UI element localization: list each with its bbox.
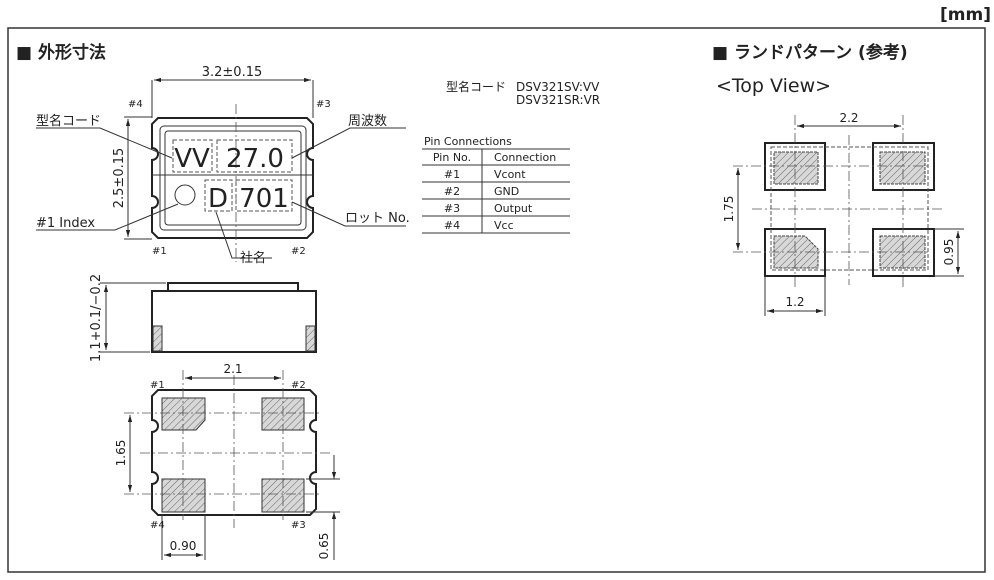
pin-table-row: GND bbox=[494, 185, 519, 198]
pin-table-title: Pin Connections bbox=[424, 135, 512, 148]
land-dim-pad-height: 0.95 bbox=[942, 239, 956, 266]
dim-thickness: 1.1+0.1/−0.2 bbox=[89, 274, 104, 362]
bottom-pin-2-label: #2 bbox=[291, 380, 306, 391]
package-bottom-view: 2.1 1.65 0.90 0.65 #1 #2 #4 #3 bbox=[114, 362, 340, 560]
land-dim-pad-width: 1.2 bbox=[785, 295, 804, 309]
land-dim-pitch-y: 1.75 bbox=[722, 196, 736, 223]
pin-table-row: #4 bbox=[444, 219, 460, 232]
pin-connections-table: Pin Connections Pin No. Connection #1 Vc… bbox=[422, 135, 570, 234]
dim-pad-pitch-y: 1.65 bbox=[114, 440, 128, 467]
pin-1-label: #1 bbox=[152, 246, 167, 257]
package-side-view: 1.1+0.1/−0.2 bbox=[89, 274, 317, 362]
pin-table-row: Vcc bbox=[494, 219, 514, 232]
land-dim-pitch-x: 2.2 bbox=[839, 111, 858, 125]
pin-table-header-pin: Pin No. bbox=[433, 151, 471, 164]
dim-pad-width: 0.90 bbox=[170, 539, 197, 553]
pin-table-row: #3 bbox=[444, 202, 460, 215]
dim-pad-height: 0.65 bbox=[317, 533, 331, 560]
dim-height: 2.5±0.15 bbox=[112, 148, 127, 209]
dim-pad-pitch-x: 2.1 bbox=[223, 362, 242, 376]
pin-2-label: #2 bbox=[291, 246, 306, 257]
unit-label: [mm] bbox=[940, 5, 991, 25]
bottom-pin-4-label: #4 bbox=[150, 520, 165, 531]
pin-table-row: #1 bbox=[444, 168, 460, 181]
bottom-pin-3-label: #3 bbox=[291, 520, 306, 531]
pin-table-row: #2 bbox=[444, 185, 460, 198]
marking-lot: 701 bbox=[239, 184, 289, 214]
pin-table-row: Output bbox=[494, 202, 533, 215]
land-pattern: ■ ランドパターン (参考) <Top View> 2.2 1.75 0.95 … bbox=[712, 42, 964, 316]
pin-3-label: #3 bbox=[316, 99, 331, 110]
callout-frequency: 周波数 bbox=[348, 114, 387, 129]
frame bbox=[7, 27, 986, 573]
top-view-label: <Top View> bbox=[716, 75, 831, 97]
pin-table-row: Vcont bbox=[494, 168, 526, 181]
pin-4-label: #4 bbox=[128, 99, 143, 110]
package-top-view: 3.2±0.15 2.5±0.15 VV 27.0 D 701 #4 #3 #1… bbox=[36, 65, 410, 266]
land-pattern-title: ■ ランドパターン (参考) bbox=[712, 42, 908, 63]
model-code-label: 型名コード bbox=[446, 79, 506, 94]
model-code-line2: DSV321SR:VR bbox=[516, 93, 600, 107]
callout-lot: ロット No. bbox=[345, 211, 410, 226]
callout-model-code: 型名コード bbox=[36, 113, 101, 129]
marking-model-code: VV bbox=[174, 144, 210, 174]
marking-frequency: 27.0 bbox=[226, 144, 284, 174]
pin-table-header-connection: Connection bbox=[494, 151, 556, 164]
outline-title: ■ 外形寸法 bbox=[16, 42, 106, 63]
dim-width: 3.2±0.15 bbox=[202, 65, 263, 80]
callout-company: 社名 bbox=[240, 250, 266, 266]
bottom-pin-1-label: #1 bbox=[150, 380, 165, 391]
callout-index: #1 Index bbox=[36, 216, 95, 231]
marking-company: D bbox=[208, 184, 228, 214]
model-code-line1: DSV321SV:VV bbox=[516, 80, 600, 94]
